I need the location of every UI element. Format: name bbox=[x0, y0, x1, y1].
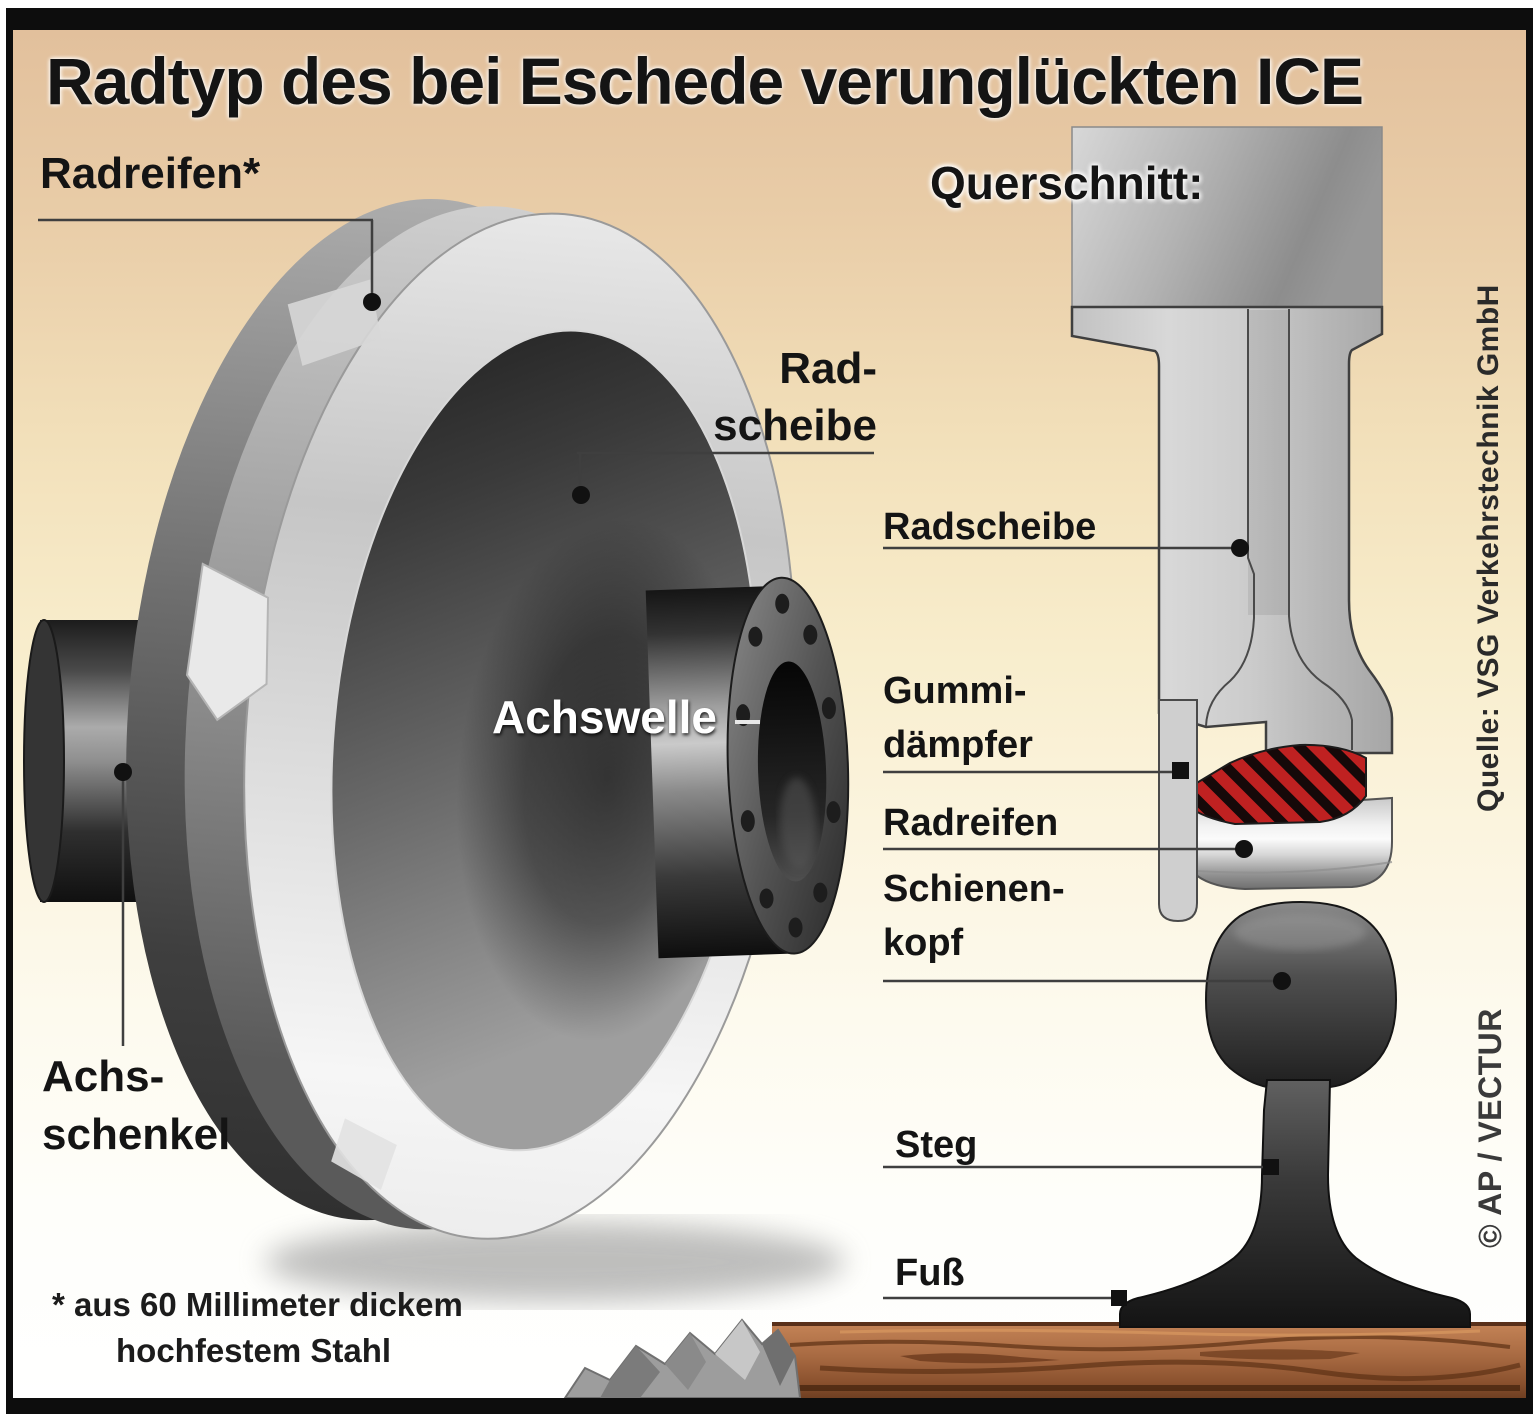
label-schienenkopf: Schienen- kopf bbox=[883, 862, 1065, 970]
frame-right bbox=[1526, 8, 1533, 1414]
rim-cutaway-notch-bottom bbox=[331, 1118, 397, 1190]
axle-shaft bbox=[645, 576, 850, 959]
label-radscheibe-wheel: Rad- scheibe bbox=[640, 340, 877, 454]
label-line: scheibe bbox=[713, 401, 877, 450]
rubber-damper bbox=[1183, 743, 1367, 826]
label-achsschenkel: Achs- schenkel bbox=[42, 1048, 230, 1164]
label-line: Gummi- bbox=[883, 670, 1027, 712]
label-radreifen-wheel: Radreifen* bbox=[40, 149, 261, 198]
label-line: Achs- bbox=[42, 1052, 165, 1101]
cross-section-illustration bbox=[1070, 126, 1471, 1328]
web-contour-lines bbox=[1205, 309, 1353, 750]
label-line: dämpfer bbox=[883, 724, 1033, 766]
label-radreifen-section: Radreifen bbox=[883, 802, 1059, 844]
frame-top bbox=[6, 8, 1533, 30]
rail-web-and-foot bbox=[1119, 1079, 1471, 1328]
rim-cutaway-notch-left bbox=[185, 562, 270, 722]
page-title: Radtyp des bei Eschede verunglückten ICE bbox=[46, 44, 1364, 118]
label-achswelle: Achswelle bbox=[492, 691, 717, 743]
ballast-gravel bbox=[563, 1318, 802, 1399]
label-gummidaempfer: Gummi- dämpfer bbox=[883, 664, 1033, 772]
frame-bottom bbox=[6, 1398, 1533, 1414]
footnote-line: hochfestem Stahl bbox=[116, 1332, 392, 1369]
wheel-illustration bbox=[23, 198, 850, 1240]
label-line: Schienen- bbox=[883, 868, 1065, 910]
label-fuss: Fuß bbox=[895, 1252, 965, 1294]
rim-cutaway-notch-top bbox=[287, 279, 382, 366]
hub-block bbox=[1071, 126, 1383, 308]
footnote-line: * aus 60 Millimeter dickem bbox=[52, 1286, 463, 1323]
credit-source: Quelle: VSG Verkehrstechnik GmbH bbox=[1472, 284, 1505, 812]
disc-web-profile bbox=[1070, 305, 1394, 755]
label-radscheibe-section: Radscheibe bbox=[883, 506, 1097, 548]
footnote: * aus 60 Millimeter dickem hochfestem St… bbox=[52, 1282, 463, 1374]
wooden-sleeper bbox=[772, 1322, 1526, 1398]
frame-left bbox=[6, 8, 13, 1414]
retaining-lip bbox=[1158, 699, 1198, 923]
label-line: schenkel bbox=[42, 1110, 231, 1159]
credit-agency: © AP / VECTUR bbox=[1472, 1008, 1508, 1248]
leader-lines bbox=[38, 218, 1291, 1306]
rail-head bbox=[1204, 900, 1398, 1088]
label-line: Rad- bbox=[779, 344, 877, 393]
wheel-shadow bbox=[265, 1222, 845, 1302]
label-steg: Steg bbox=[895, 1124, 978, 1166]
axle-bolt-holes bbox=[736, 593, 841, 938]
label-line: kopf bbox=[883, 922, 964, 964]
heading-querschnitt: Querschnitt: bbox=[930, 157, 1204, 209]
